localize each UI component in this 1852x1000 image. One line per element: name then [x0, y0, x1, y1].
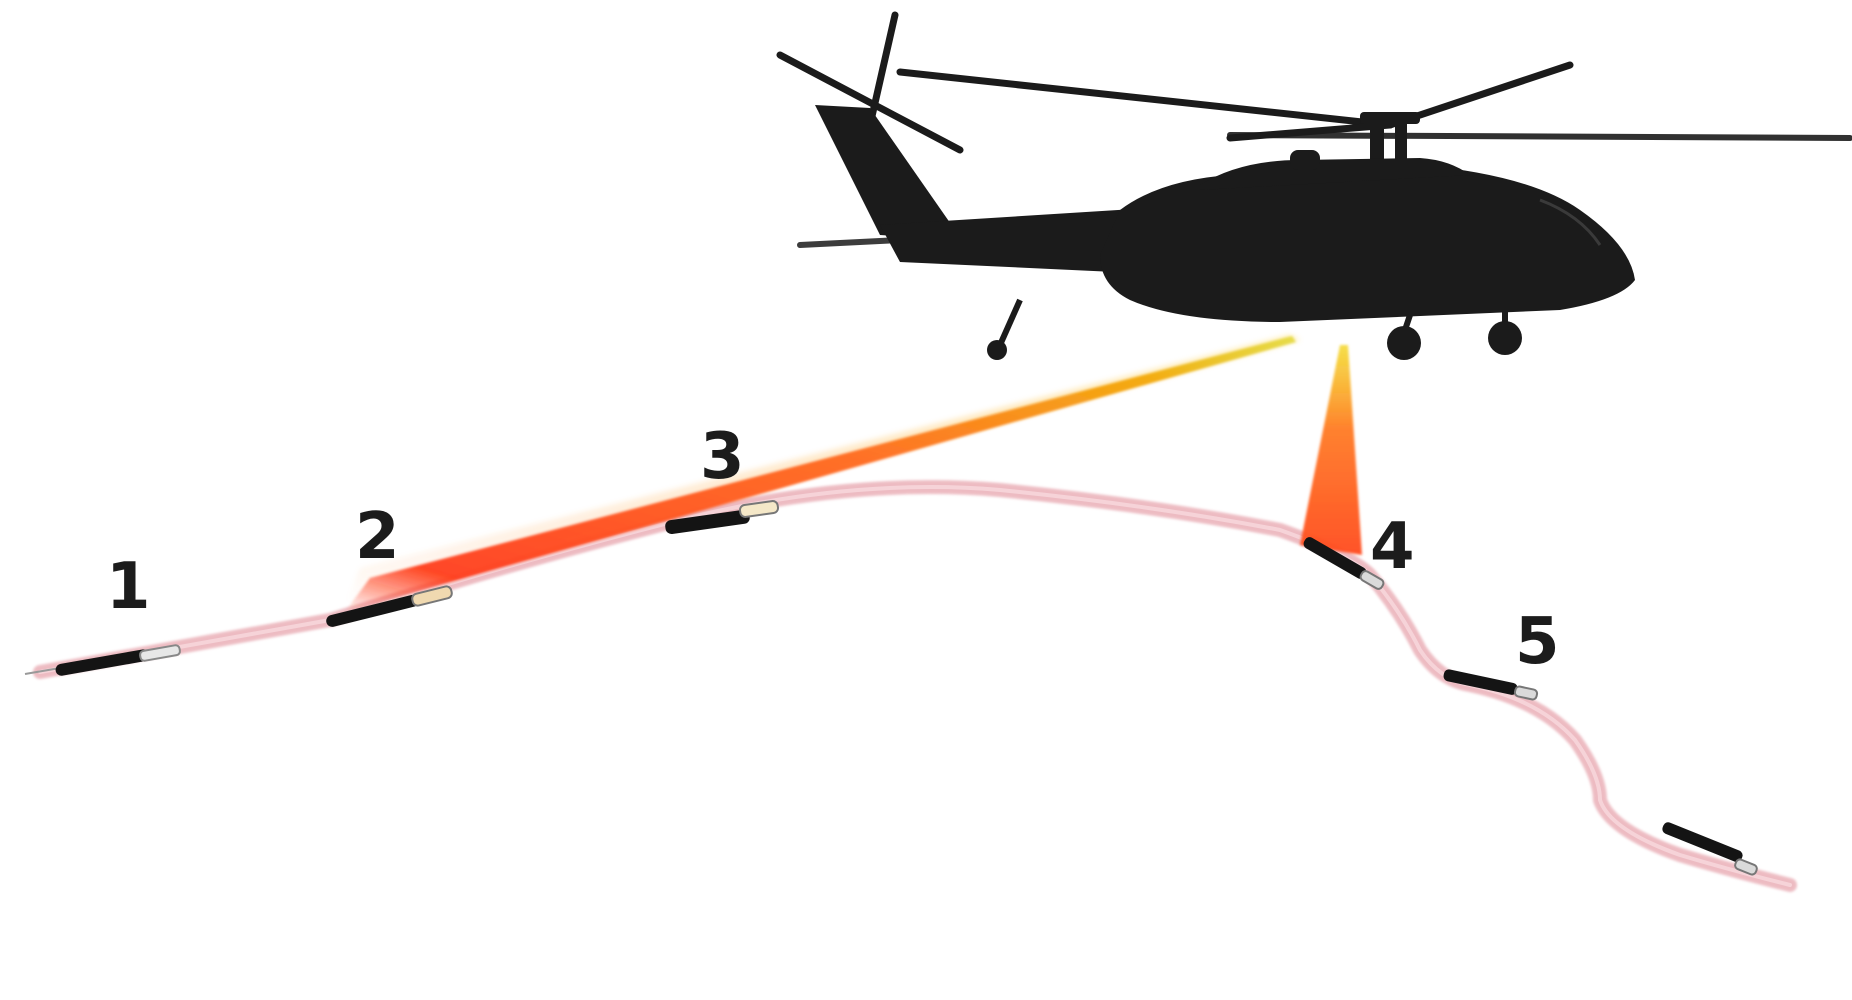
missile-6 — [1662, 822, 1758, 876]
stage-label-5: 5 — [1515, 605, 1560, 679]
laser-beam-main — [345, 335, 1300, 612]
missile-2 — [326, 585, 453, 627]
missile-1 — [24, 644, 181, 676]
missile-3 — [665, 500, 780, 535]
stage-label-4: 4 — [1370, 510, 1415, 584]
helicopter-silhouette-icon — [776, 11, 1852, 360]
stage-label-3: 3 — [700, 420, 745, 494]
laser-beam-cone — [1300, 345, 1362, 555]
stage-label-1: 1 — [106, 550, 151, 624]
missile-trail — [33, 480, 1797, 892]
missile-4 — [1303, 537, 1385, 590]
missile-5 — [1443, 669, 1539, 701]
stage-label-2: 2 — [355, 500, 400, 574]
